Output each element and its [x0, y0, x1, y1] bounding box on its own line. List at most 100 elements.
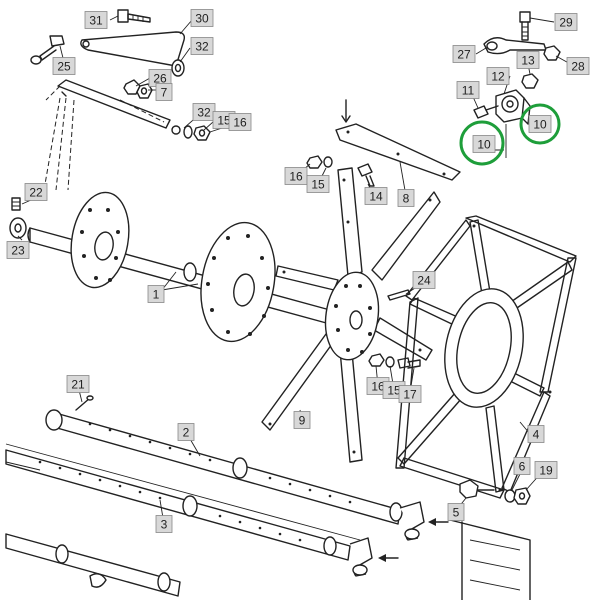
callout-label-box — [177, 423, 195, 441]
nut-28 — [543, 45, 561, 61]
callout-label-box — [397, 189, 415, 207]
fasteners-5-6-19 — [459, 479, 531, 505]
callout-label-box — [398, 385, 422, 403]
callout-label-box — [364, 187, 388, 205]
highlight-circles — [459, 103, 561, 166]
callout-label-box — [6, 241, 30, 259]
callout-label-text: 14 — [369, 190, 383, 204]
callout-label: 17 — [398, 385, 422, 403]
callout-label-text: 12 — [491, 70, 505, 84]
callout-label-box — [52, 57, 76, 75]
callout-label-text: 10 — [533, 118, 547, 132]
callout-label: 24 — [412, 271, 436, 289]
callout-label-box — [456, 81, 480, 99]
callout-label-text: 2 — [183, 426, 190, 440]
callout-label: 9 — [293, 411, 311, 429]
callout-label-box — [452, 45, 476, 63]
callout-label: 32 — [190, 37, 214, 55]
callout-label-text: 9 — [299, 414, 306, 428]
nuts-26-7 — [123, 79, 153, 99]
callout-label: 8 — [397, 189, 415, 207]
callout-label-box — [190, 9, 214, 27]
callout-label-box — [534, 461, 558, 479]
nuts-15-16-left — [171, 125, 211, 141]
callout-label: 4 — [527, 425, 545, 443]
disc-middle — [200, 221, 276, 343]
frame-4 — [395, 215, 577, 499]
callout-label-text: 6 — [519, 460, 526, 474]
callout-label: 10 — [528, 115, 552, 133]
callout-label-box — [527, 425, 545, 443]
callout-label-text: 28 — [571, 60, 585, 74]
callout-label-box — [513, 457, 531, 475]
callout-label: 27 — [452, 45, 476, 63]
callout-label-box — [566, 57, 590, 75]
callout-label-text: 32 — [195, 40, 209, 54]
callout-label-box — [306, 175, 330, 193]
callout-label: 25 — [52, 57, 76, 75]
callout-label-text: 10 — [477, 138, 491, 152]
callout-label: 12 — [486, 67, 510, 85]
bolt-31 — [117, 9, 151, 23]
callout-label: 3 — [155, 515, 173, 533]
callout-label-box — [155, 83, 173, 101]
link-30 — [80, 31, 186, 67]
callout-label-box — [84, 11, 108, 29]
collar-23 — [9, 217, 27, 239]
callout-label-text: 29 — [559, 16, 573, 30]
tine-bar-3 — [5, 449, 399, 577]
callout-label: 6 — [513, 457, 531, 475]
callout-label-text: 27 — [457, 48, 471, 62]
callout-label: 23 — [6, 241, 30, 259]
callout-label-text: 31 — [89, 14, 103, 28]
callout-label-box — [486, 67, 510, 85]
callout-label-box — [472, 135, 496, 153]
callout-label-text: 16 — [289, 170, 303, 184]
callout-label-box — [190, 37, 214, 55]
callout-label-text: 7 — [161, 86, 168, 100]
callout-label-box — [228, 113, 252, 131]
callout-label-text: 1 — [153, 288, 160, 302]
callout-label-text: 15 — [311, 178, 325, 192]
top-left-linkage — [30, 9, 211, 191]
callout-label: 32 — [192, 103, 216, 121]
callout-label-text: 16 — [233, 116, 247, 130]
callout-label-text: 16 — [371, 380, 385, 394]
callout-label-text: 13 — [521, 54, 535, 68]
callout-label-text: 22 — [29, 186, 43, 200]
callout-label-text: 17 — [403, 388, 417, 402]
callout-label: 5 — [447, 503, 465, 521]
callout-label-box — [528, 115, 552, 133]
fasteners-16-15-14 — [306, 155, 375, 187]
bolt-22 — [11, 197, 21, 211]
callout-label: 7 — [155, 83, 173, 101]
lever-arm — [57, 79, 171, 129]
callout-label: 22 — [24, 183, 48, 201]
callout-label-box — [554, 13, 578, 31]
callout-label: 16 — [228, 113, 252, 131]
callout-label: 28 — [566, 57, 590, 75]
disc-left — [70, 191, 130, 289]
callout-label-text: 15 — [387, 384, 401, 398]
callout-label-text: 23 — [11, 244, 25, 258]
callout-label-box — [147, 285, 165, 303]
callout-label: 21 — [66, 375, 90, 393]
callout-label-text: 30 — [195, 12, 209, 26]
callout-label: 13 — [516, 51, 540, 69]
callout-label-box — [447, 503, 465, 521]
callout-label: 19 — [534, 461, 558, 479]
slat-8 — [335, 99, 461, 181]
callout-label: 29 — [554, 13, 578, 31]
callout-label-text: 11 — [462, 84, 475, 98]
callout-label-box — [155, 515, 173, 533]
callout-label-text: 19 — [539, 464, 553, 478]
callout-label-text: 8 — [403, 192, 410, 206]
bolt-29 — [519, 11, 531, 41]
callout-label: 1 — [147, 285, 165, 303]
callout-label: 16 — [284, 167, 308, 185]
callout-label: 26 — [148, 69, 172, 87]
clamp-block — [495, 89, 531, 125]
tine-bars — [5, 395, 449, 597]
